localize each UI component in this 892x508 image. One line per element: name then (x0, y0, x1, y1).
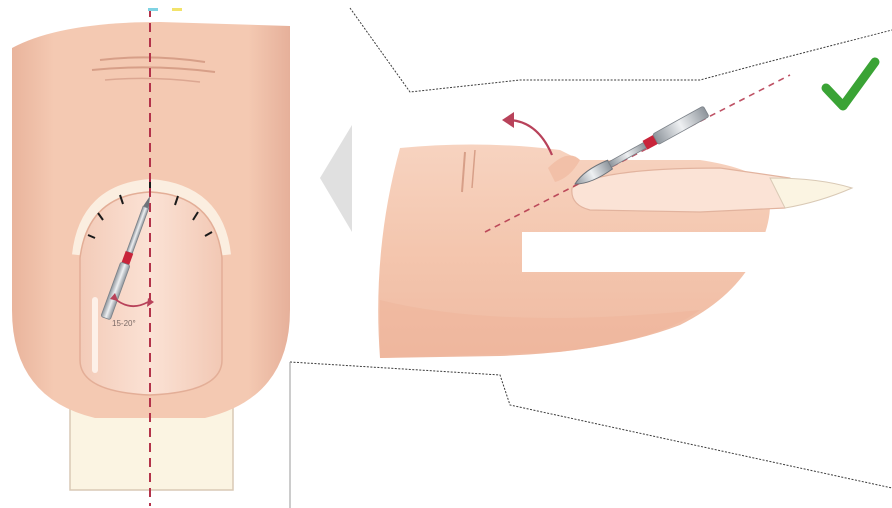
paper-torn-edge (290, 362, 892, 508)
side-view (378, 75, 852, 358)
blank-label-box (522, 232, 800, 272)
lift-arrowhead (502, 112, 514, 128)
checkmark-icon (826, 62, 875, 106)
color-fragment (172, 8, 182, 11)
paper-torn-edge (240, 0, 892, 92)
nail-extension-tip (770, 178, 852, 208)
color-fragment (148, 8, 158, 11)
front-view: 15-20° (12, 8, 290, 506)
direction-triangle-icon (320, 125, 352, 232)
angle-label: 15-20° (112, 319, 136, 328)
